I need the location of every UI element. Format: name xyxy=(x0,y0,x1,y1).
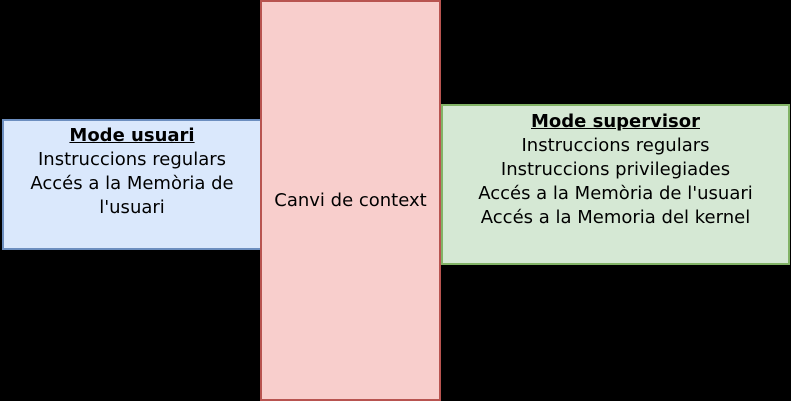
mode-supervisor-line: Accés a la Memoria del kernel xyxy=(480,207,751,228)
mode-usuari-line: Accés a la Memòria de xyxy=(30,173,234,194)
mode-usuari-box: Mode usuari Instruccions regulars Accés … xyxy=(2,119,262,250)
mode-supervisor-line: Instruccions regulars xyxy=(521,135,710,156)
mode-supervisor-box: Mode supervisor Instruccions regulars In… xyxy=(441,104,790,265)
mode-supervisor-line: Accés a la Memòria de l'usuari xyxy=(478,183,753,204)
mode-supervisor-line: Instruccions privilegiades xyxy=(500,159,731,180)
mode-usuari-title: Mode usuari xyxy=(69,125,195,146)
mode-usuari-line: l'usuari xyxy=(99,197,165,218)
canvi-de-context-label: Canvi de context xyxy=(274,189,427,211)
canvi-de-context-box: Canvi de context xyxy=(260,0,441,401)
mode-supervisor-title: Mode supervisor xyxy=(531,111,700,132)
mode-usuari-line: Instruccions regulars xyxy=(38,149,226,170)
